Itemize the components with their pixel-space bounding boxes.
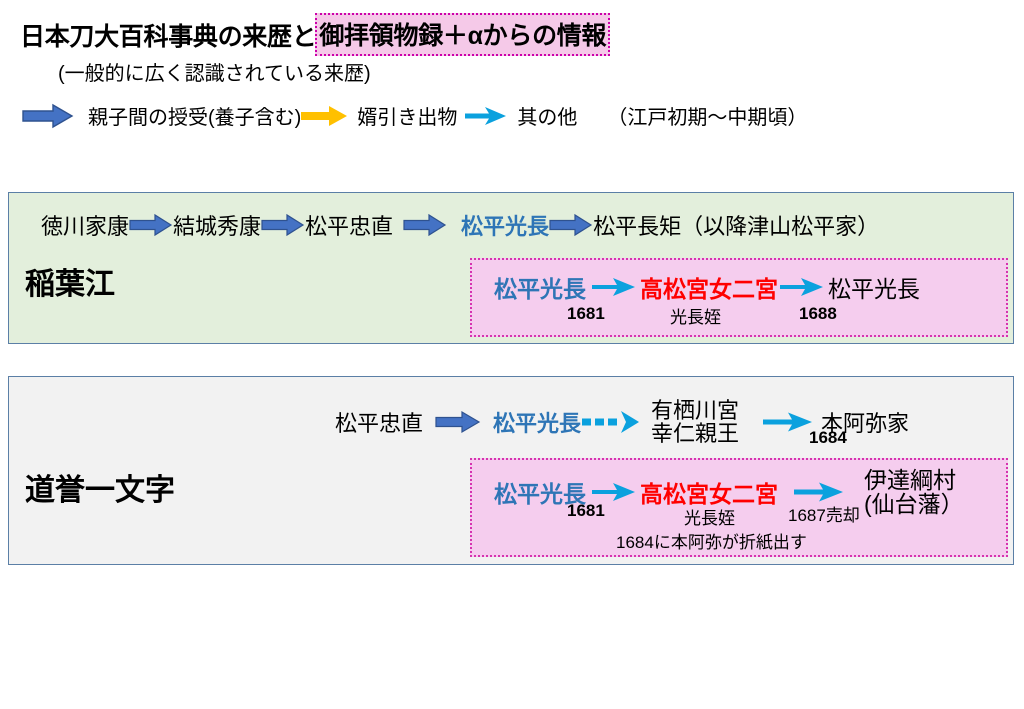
chain-node-matsudaira-tadanao: 松平忠直 xyxy=(305,214,394,239)
chain-node-matsudaira-mitsunaga: 松平光長 xyxy=(461,214,550,239)
legend-period-note: （江戸初期〜中期頃） xyxy=(607,107,808,129)
yellow-block-arrow-icon xyxy=(301,103,349,129)
callout-node-date-tsunamura-line2: (仙台藩） xyxy=(864,491,964,518)
cyan-dotted-chevron-arrow-icon xyxy=(581,409,643,435)
blue-block-arrow-icon xyxy=(549,213,593,237)
blue-block-arrow-icon xyxy=(22,103,74,129)
legend-label-son-in-law-gift: 婿引き出物 xyxy=(357,107,458,129)
page-title-highlighted: 御拝領物録＋αからの情報 xyxy=(315,13,611,56)
blue-block-arrow-icon xyxy=(403,213,447,237)
inaba-main-chain: 徳川家康 結城秀康 松平忠直 松平光長 松平長矩（以降津山松平家） xyxy=(41,209,879,241)
chain-node-matsudaira-tadanao: 松平忠直 xyxy=(335,411,424,437)
annotation-year-1687-sold: 1687売却 xyxy=(788,506,860,525)
douyo-main-chain: 松平忠直 松平光長 有栖川宮 幸仁親王 本阿弥家 xyxy=(335,399,909,446)
page-title: 日本刀大百科事典の来歴と御拝領物録＋αからの情報 xyxy=(20,13,611,56)
annotation-1684-honami-origami: 1684に本阿弥が折紙出す xyxy=(616,533,807,552)
callout-node-takamatsunomiya: 高松宮女二宮 xyxy=(640,481,778,508)
callout-node-matsudaira-mitsunaga-return: 松平光長 xyxy=(828,276,920,302)
callout-node-date-tsunamura: 伊達綱村 (仙台藩） xyxy=(864,468,964,517)
annotation-mitsunaga-niece: 光長姪 xyxy=(684,509,735,528)
inaba-callout-chain: 松平光長 高松宮女二宮 松平光長 xyxy=(494,270,920,304)
page-title-plain: 日本刀大百科事典の来歴と xyxy=(20,22,317,51)
panel-title-inaba: 稲葉江 xyxy=(25,268,115,301)
page-subtitle: (一般的に広く認識されている来歴) xyxy=(58,63,371,85)
legend: 親子間の授受(養子含む) 婿引き出物 其の他 （江戸初期〜中期頃） xyxy=(22,101,807,130)
annotation-year-1681: 1681 xyxy=(567,501,605,520)
callout-inaba: 松平光長 高松宮女二宮 松平光長 1681 光長姪 1688 xyxy=(470,258,1008,337)
blue-block-arrow-icon xyxy=(435,410,481,434)
callout-douyo: 松平光長 高松宮女二宮 伊達綱村 (仙台藩） 1681 光長姪 1687売却 1… xyxy=(470,458,1008,557)
callout-node-matsudaira-mitsunaga: 松平光長 xyxy=(494,276,586,302)
chain-node-arisugawanomiya-line2: 幸仁親王 xyxy=(651,421,740,447)
chain-node-tokugawa-ieyasu: 徳川家康 xyxy=(41,214,130,239)
callout-node-takamatsunomiya: 高松宮女二宮 xyxy=(640,276,778,302)
cyan-chevron-arrow-icon xyxy=(763,409,815,435)
cyan-chevron-arrow-icon xyxy=(465,103,509,129)
cyan-chevron-arrow-icon xyxy=(794,479,846,505)
chain-node-matsudaira-naganori: 松平長矩（以降津山松平家） xyxy=(593,214,880,239)
panel-title-douyo: 道誉一文字 xyxy=(25,474,175,507)
annotation-year-1684: 1684 xyxy=(809,428,847,447)
annotation-year-1688: 1688 xyxy=(799,304,837,323)
douyo-callout-chain: 松平光長 高松宮女二宮 伊達綱村 (仙台藩） xyxy=(494,468,964,517)
blue-block-arrow-icon xyxy=(129,213,173,237)
callout-node-date-tsunamura-line1: 伊達綱村 xyxy=(864,467,956,493)
legend-label-parent-child: 親子間の授受(養子含む) xyxy=(88,107,302,129)
cyan-chevron-arrow-icon xyxy=(592,274,638,300)
annotation-year-1681: 1681 xyxy=(567,304,605,323)
cyan-chevron-arrow-icon xyxy=(592,479,638,505)
chain-node-matsudaira-mitsunaga: 松平光長 xyxy=(493,411,582,437)
cyan-chevron-arrow-icon xyxy=(780,274,826,300)
chain-node-yuki-hideyasu: 結城秀康 xyxy=(173,214,262,239)
chain-node-arisugawanomiya-yukihito: 有栖川宮 幸仁親王 xyxy=(651,399,739,446)
annotation-mitsunaga-niece: 光長姪 xyxy=(670,308,721,327)
chain-node-arisugawanomiya-line1: 有栖川宮 xyxy=(651,398,740,423)
callout-node-matsudaira-mitsunaga: 松平光長 xyxy=(494,481,586,508)
blue-block-arrow-icon xyxy=(261,213,305,237)
chain-node-honami-family: 本阿弥家 xyxy=(821,411,910,437)
legend-label-other: 其の他 xyxy=(517,107,578,129)
